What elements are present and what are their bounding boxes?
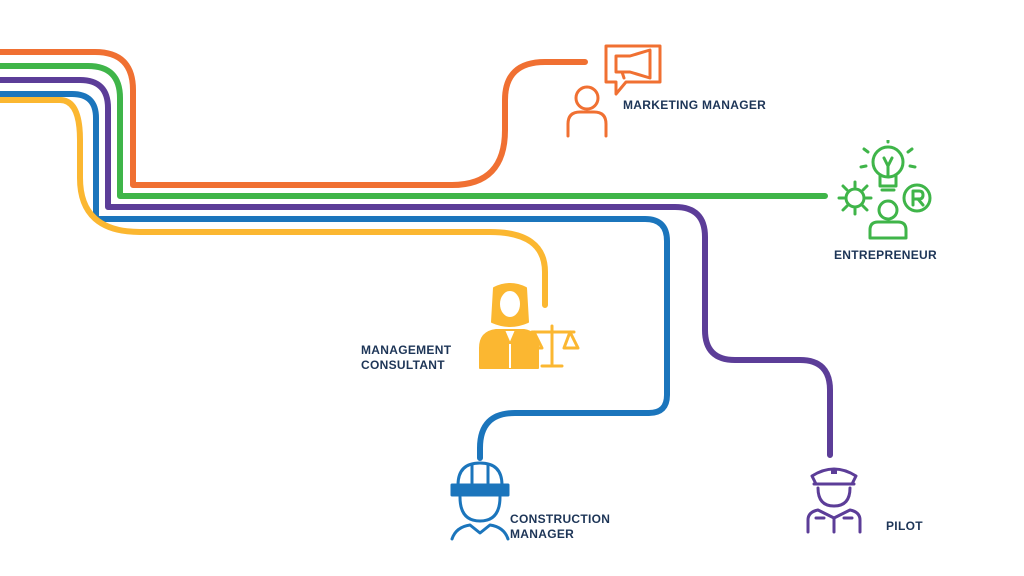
path-entrepreneur xyxy=(0,63,828,199)
path-management-consultant xyxy=(0,97,548,308)
label-management-consultant: MANAGEMENT CONSULTANT xyxy=(361,343,452,372)
label-entrepreneur: ENTREPRENEUR xyxy=(834,248,937,262)
lightbulb-gear-person-icon xyxy=(837,140,932,240)
label-construction-manager: CONSTRUCTION MANAGER xyxy=(510,512,611,541)
path-construction-manager xyxy=(0,91,670,461)
judge-scales-icon xyxy=(479,283,580,369)
label-pilot: PILOT xyxy=(886,519,923,533)
pilot-icon xyxy=(806,467,862,534)
path-pilot xyxy=(0,77,833,458)
label-marketing-manager: MARKETING MANAGER xyxy=(623,98,767,112)
hardhat-worker-icon xyxy=(450,461,510,541)
path-marketing-manager xyxy=(0,49,588,188)
megaphone-person-icon xyxy=(566,44,662,138)
